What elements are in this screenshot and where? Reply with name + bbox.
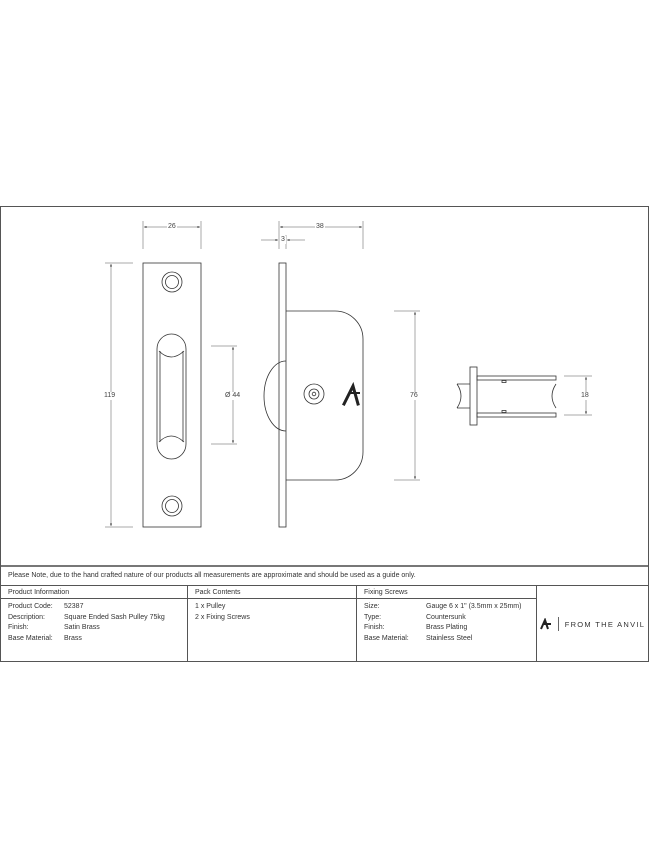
value: Stainless Steel	[426, 634, 473, 642]
info-row: Base Material: Stainless Steel	[364, 635, 529, 646]
section-header: Fixing Screws	[357, 586, 536, 599]
pack-item: 2 x Fixing Screws	[195, 613, 250, 621]
dim-body: 76	[409, 392, 419, 400]
label: Base Material:	[364, 634, 409, 642]
label: Size:	[364, 603, 380, 610]
section-header: Product Information	[1, 586, 187, 599]
info-row: Product Code: 52387	[8, 603, 180, 614]
front-view	[142, 262, 202, 528]
info-row: Size: Gauge 6 x 1" (3.5mm x 25mm)	[364, 603, 529, 614]
value: Brass Plating	[426, 624, 468, 631]
label: Description:	[8, 613, 45, 621]
divider	[557, 617, 559, 631]
pack-contents: Pack Contents 1 x Pulley 2 x Fixing Scre…	[188, 586, 357, 662]
dimension-lines	[105, 221, 592, 528]
value: 52387	[64, 603, 84, 610]
label: Type:	[364, 613, 382, 621]
fixing-screws: Fixing Screws Size: Gauge 6 x 1" (3.5mm x…	[357, 586, 537, 662]
value: Square Ended Sash Pulley 75kg	[64, 613, 165, 621]
dim-width: 26	[167, 223, 177, 231]
info-row: Base Material: Brass	[8, 635, 180, 646]
end-view	[456, 366, 557, 426]
info-table: Product Information Product Code: 52387 D…	[1, 586, 648, 662]
label: Finish:	[8, 624, 29, 631]
value: Gauge 6 x 1" (3.5mm x 25mm)	[426, 603, 522, 610]
section-header: Pack Contents	[188, 586, 356, 599]
dim-height: 119	[103, 392, 117, 400]
info-row: Finish: Brass Plating	[364, 624, 529, 635]
technical-drawing	[105, 221, 592, 528]
dim-plate: 3	[280, 236, 286, 244]
anvil-logo-icon	[341, 381, 360, 407]
info-row: Finish: Satin Brass	[8, 624, 180, 635]
info-row: Description: Square Ended Sash Pulley 75k…	[8, 614, 180, 625]
dim-wheel: Ø 44	[224, 392, 242, 400]
disclaimer-note: Please Note, due to the hand crafted nat…	[1, 565, 648, 586]
product-information: Product Information Product Code: 52387 D…	[1, 586, 188, 662]
drawing-sheet: 26 38 3 119 Ø 44 76 18 Please Note, due …	[0, 206, 649, 662]
pack-item: 1 x Pulley	[195, 603, 226, 610]
value: Countersunk	[426, 613, 466, 621]
side-view	[263, 262, 364, 528]
dim-thickness: 18	[580, 392, 590, 400]
label: Base Material:	[8, 634, 53, 642]
dim-depth: 38	[315, 223, 325, 231]
info-row: Type: Countersunk	[364, 614, 529, 625]
anvil-logo-icon	[539, 618, 551, 630]
label: Product Code:	[8, 603, 53, 610]
label: Finish:	[364, 624, 385, 631]
brand-name: FROM THE ANVIL	[564, 619, 646, 629]
value: Satin Brass	[64, 624, 100, 631]
value: Brass	[64, 634, 82, 642]
brand-logo: FROM THE ANVIL	[537, 586, 648, 662]
